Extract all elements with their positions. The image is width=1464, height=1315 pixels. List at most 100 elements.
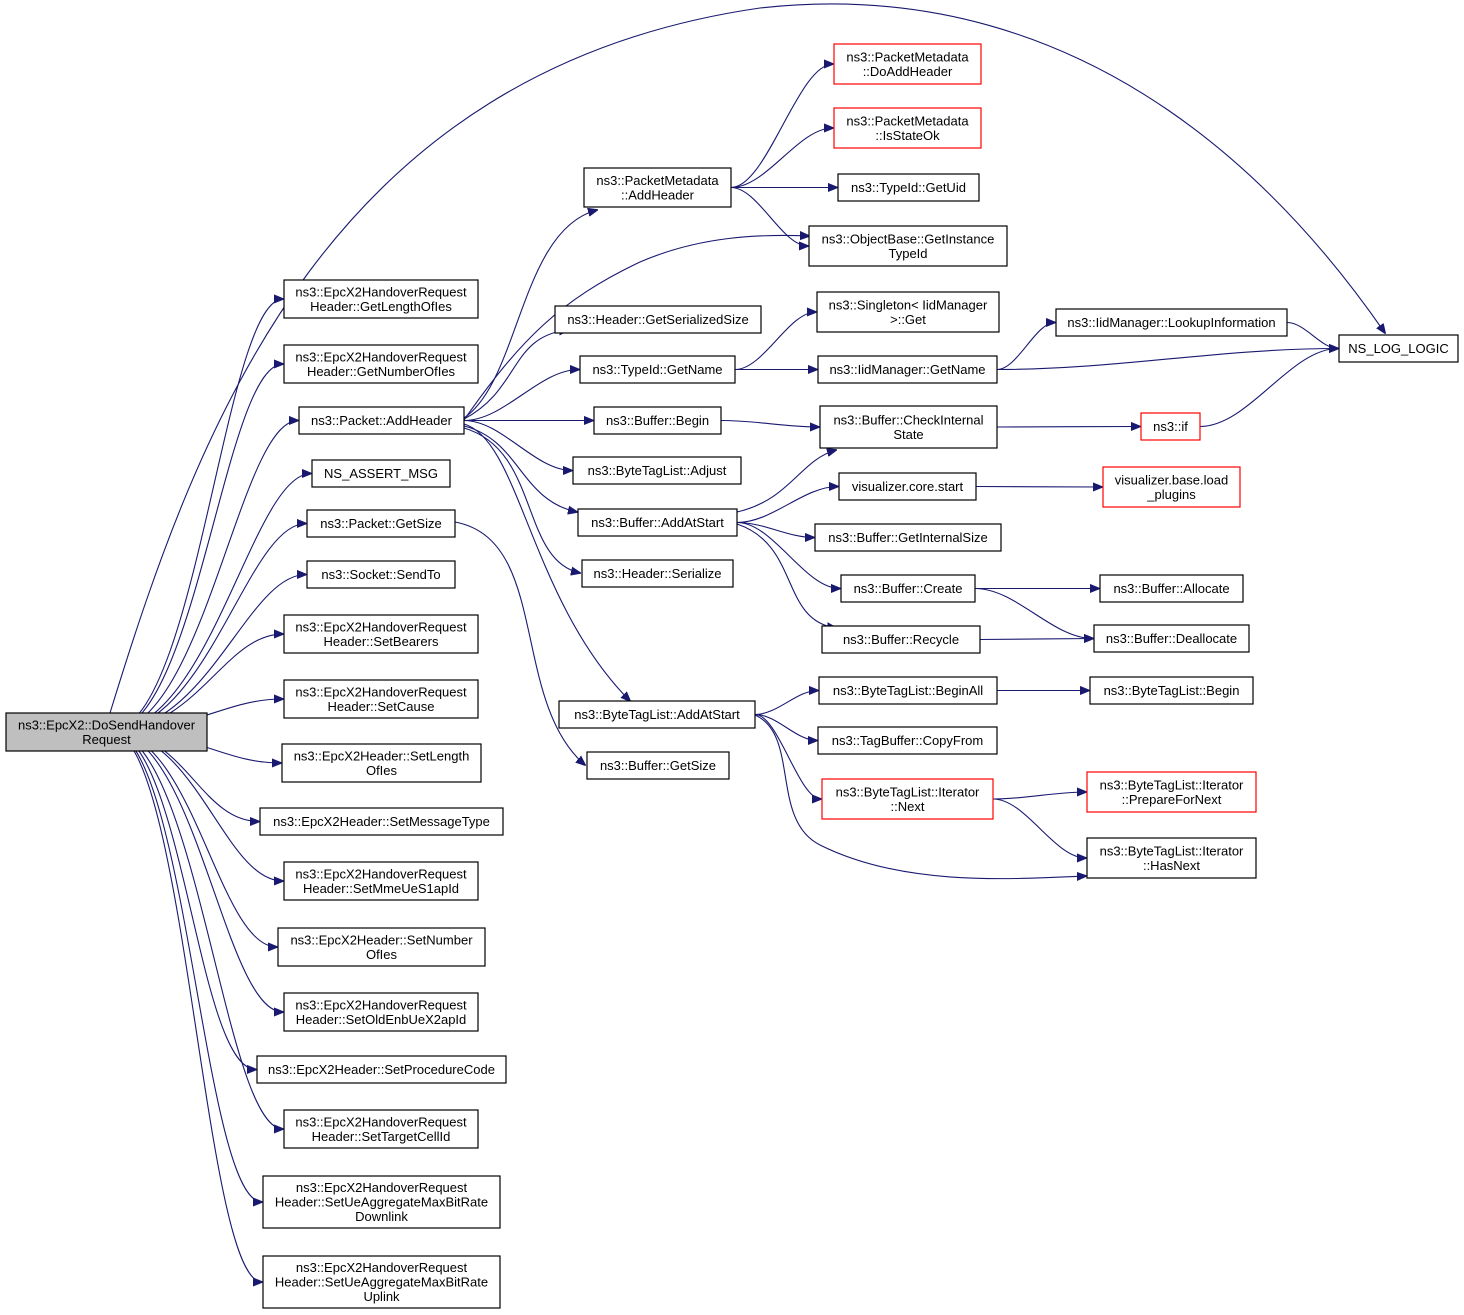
node-singleton[interactable]: ns3::Singleton< IidManager>::Get: [816, 291, 1000, 333]
node-box: [572, 456, 742, 485]
node-setmsgtype[interactable]: ns3::EpcX2Header::SetMessageType: [259, 807, 504, 836]
node-bufcreate[interactable]: ns3::Buffer::Create: [840, 574, 976, 603]
node-label: ns3::Packet::AddHeader: [311, 413, 453, 428]
node-label: ns3::EpcX2HandoverRequest: [295, 684, 467, 699]
node-setup[interactable]: ns3::EpcX2HandoverRequestHeader::SetUeAg…: [262, 1255, 501, 1309]
edge-pmadd-to-pmdoadd: [730, 64, 833, 189]
node-btlhasnext[interactable]: ns3::ByteTagList::Iterator::HasNext: [1086, 837, 1257, 879]
node-box: [1055, 308, 1288, 337]
node-label: ns3::Buffer::AddAtStart: [591, 515, 724, 530]
node-bufbegin[interactable]: ns3::Buffer::Begin: [593, 406, 722, 435]
node-label: OfIes: [366, 763, 398, 778]
node-label: TypeId: [888, 246, 927, 261]
node-label: Header::SetOldEnbUeX2apId: [296, 1012, 467, 1027]
node-bufdealloc[interactable]: ns3::Buffer::Deallocate: [1093, 624, 1250, 653]
node-label: ns3::Buffer::Create: [854, 581, 963, 596]
node-box: [586, 751, 730, 780]
node-label: Header::GetLengthOfIes: [310, 299, 452, 314]
edge-bufbegin-to-bufcheck: [720, 419, 819, 428]
node-label: visualizer.base.load: [1115, 472, 1228, 487]
edge-pktsize-to-bufgetsize: [454, 521, 585, 765]
node-getnum[interactable]: ns3::EpcX2HandoverRequestHeader::GetNumb…: [283, 344, 479, 384]
edge-btlnext-to-btlprep: [992, 792, 1086, 800]
node-hdrser[interactable]: ns3::Header::Serialize: [581, 559, 734, 588]
node-box: [259, 807, 504, 836]
node-setproc[interactable]: ns3::EpcX2Header::SetProcedureCode: [256, 1055, 507, 1084]
node-typeuid[interactable]: ns3::TypeId::GetUid: [837, 173, 980, 202]
node-label: ::AddHeader: [621, 187, 695, 202]
node-label: >::Get: [890, 312, 926, 327]
node-setcause[interactable]: ns3::EpcX2HandoverRequestHeader::SetCaus…: [283, 679, 479, 719]
node-btlbegin[interactable]: ns3::ByteTagList::Begin: [1089, 676, 1254, 705]
node-label: _plugins: [1146, 487, 1196, 502]
node-pmstate[interactable]: ns3::PacketMetadata::IsStateOk: [833, 107, 982, 149]
node-bufalloc[interactable]: ns3::Buffer::Allocate: [1099, 574, 1244, 603]
node-box: [262, 1175, 501, 1229]
node-bufgetsize[interactable]: ns3::Buffer::GetSize: [586, 751, 730, 780]
node-box: [306, 509, 456, 538]
edge-bufaddstart-to-bufinternal: [736, 521, 814, 538]
node-label: ns3::ObjectBase::GetInstance: [822, 231, 995, 246]
node-label: ns3::EpcX2::DoSendHandover: [18, 717, 196, 732]
node-hdrsersize[interactable]: ns3::Header::GetSerializedSize: [554, 305, 762, 334]
node-nsif[interactable]: ns3::if: [1140, 412, 1201, 441]
edge-root-to-setdown: [109, 730, 262, 1202]
node-bufrecycle[interactable]: ns3::Buffer::Recycle: [821, 625, 981, 654]
node-setoldenb[interactable]: ns3::EpcX2HandoverRequestHeader::SetOldE…: [283, 992, 479, 1032]
node-pktsize[interactable]: ns3::Packet::GetSize: [306, 509, 456, 538]
node-sendto[interactable]: ns3::Socket::SendTo: [306, 560, 456, 589]
node-assertmsg[interactable]: NS_ASSERT_MSG: [311, 459, 451, 488]
node-setmme[interactable]: ns3::EpcX2HandoverRequestHeader::SetMmeU…: [283, 861, 479, 901]
node-btlprep[interactable]: ns3::ByteTagList::Iterator::PrepareForNe…: [1086, 771, 1257, 813]
node-bufaddstart[interactable]: ns3::Buffer::AddAtStart: [577, 508, 738, 537]
node-btlbeginall[interactable]: ns3::ByteTagList::BeginAll: [818, 676, 998, 705]
edge-root-to-setproc: [109, 730, 256, 1070]
node-pktadd[interactable]: ns3::Packet::AddHeader: [298, 406, 465, 435]
node-label: ns3::EpcX2HandoverRequest: [296, 1180, 468, 1195]
node-vizstart[interactable]: visualizer.core.start: [838, 472, 977, 501]
node-getlen[interactable]: ns3::EpcX2HandoverRequestHeader::GetLeng…: [283, 279, 479, 319]
node-label: ns3::EpcX2HandoverRequest: [295, 619, 467, 634]
node-label: ns3::EpcX2HandoverRequest: [295, 1114, 467, 1129]
node-box: [838, 472, 977, 501]
node-box: [817, 355, 998, 384]
node-btlnext[interactable]: ns3::ByteTagList::Iterator::Next: [821, 778, 994, 820]
node-tagcopy[interactable]: ns3::TagBuffer::CopyFrom: [817, 726, 998, 755]
node-box: [814, 523, 1002, 552]
node-btladdstart[interactable]: ns3::ByteTagList::AddAtStart: [558, 700, 756, 729]
node-setbearers[interactable]: ns3::EpcX2HandoverRequestHeader::SetBear…: [283, 614, 479, 654]
edge-root-to-setmme: [109, 730, 283, 881]
node-btladjust[interactable]: ns3::ByteTagList::Adjust: [572, 456, 742, 485]
node-settarget[interactable]: ns3::EpcX2HandoverRequestHeader::SetTarg…: [283, 1109, 479, 1149]
edge-root-to-pktsize: [109, 524, 306, 732]
edge-bufaddstart-to-bufcheck: [736, 450, 836, 513]
node-vizload[interactable]: visualizer.base.load_plugins: [1102, 466, 1241, 508]
node-iidgetname[interactable]: ns3::IidManager::GetName: [817, 355, 998, 384]
node-label: ns3::TypeId::GetUid: [851, 180, 966, 195]
node-box: [1086, 837, 1257, 879]
node-pmdoadd[interactable]: ns3::PacketMetadata::DoAddHeader: [833, 43, 982, 85]
node-typegetname[interactable]: ns3::TypeId::GetName: [579, 355, 736, 384]
node-box: [818, 676, 998, 705]
node-pmadd[interactable]: ns3::PacketMetadata::AddHeader: [583, 167, 732, 208]
edge-btladdstart-to-btlhasnext: [754, 714, 1086, 879]
node-label: ::Next: [891, 799, 925, 814]
node-box: [833, 107, 982, 149]
node-label: ns3::EpcX2Header::SetMessageType: [273, 814, 490, 829]
node-label: ns3::Buffer::Recycle: [843, 632, 959, 647]
node-label: ns3::Buffer::CheckInternal: [833, 412, 983, 427]
node-label: ns3::EpcX2HandoverRequest: [295, 284, 467, 299]
node-setdown[interactable]: ns3::EpcX2HandoverRequestHeader::SetUeAg…: [262, 1175, 501, 1229]
node-bufinternal[interactable]: ns3::Buffer::GetInternalSize: [814, 523, 1002, 552]
node-nslog[interactable]: NS_LOG_LOGIC: [1338, 334, 1459, 363]
node-label: Downlink: [355, 1209, 408, 1224]
node-iidlookup[interactable]: ns3::IidManager::LookupInformation: [1055, 308, 1288, 337]
node-box: [558, 700, 756, 729]
node-box: [817, 726, 998, 755]
